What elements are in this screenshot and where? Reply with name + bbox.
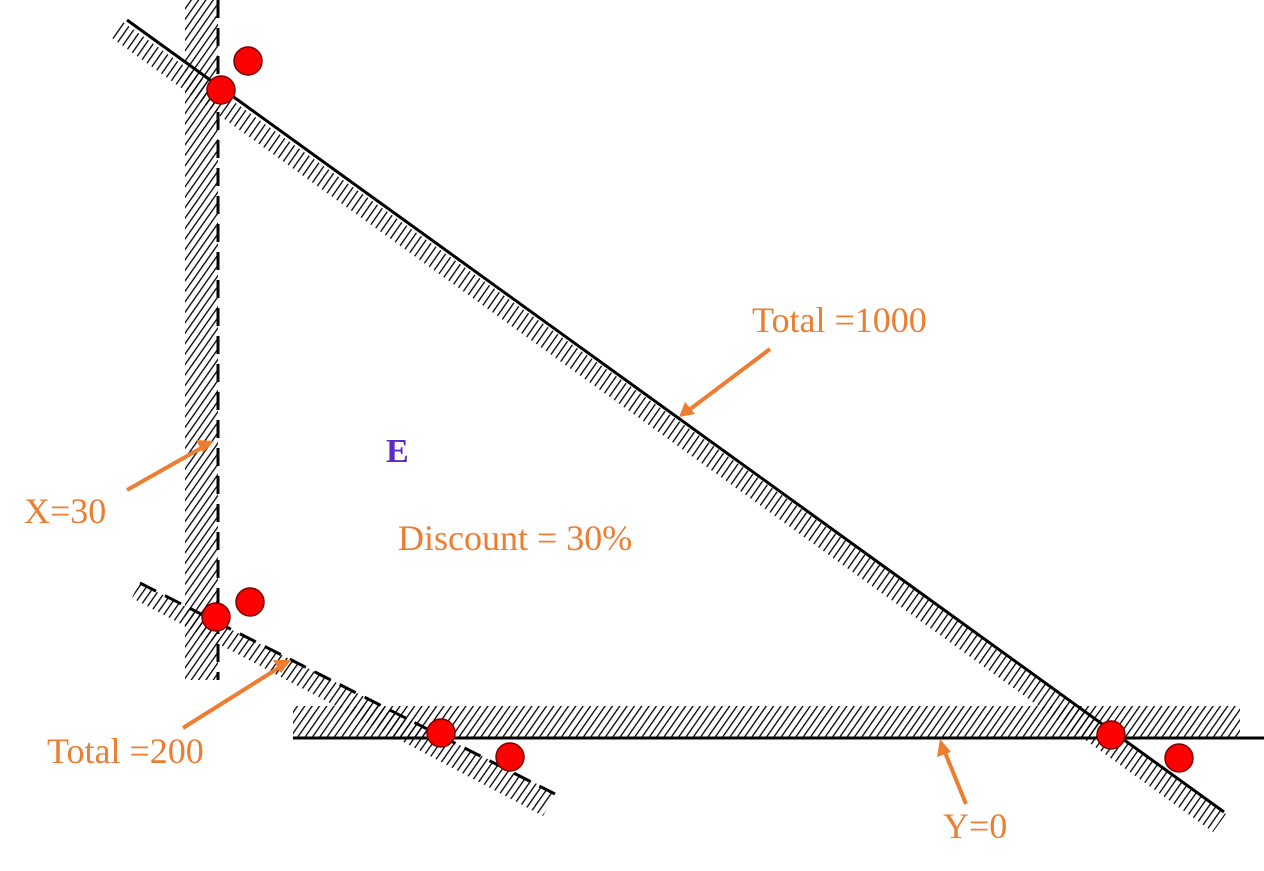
vertex-point xyxy=(233,46,263,76)
arrow-x30 xyxy=(126,445,204,492)
arrowhead-total1000 xyxy=(679,402,695,417)
total200-boundary-line xyxy=(139,581,556,796)
region-label: E xyxy=(386,433,409,470)
label-total200: Total =200 xyxy=(47,731,204,771)
constraint-total1000 xyxy=(112,18,1226,832)
label-y0: Y=0 xyxy=(943,806,1007,846)
arrow-total200 xyxy=(181,665,282,730)
vertex-point xyxy=(235,587,265,617)
vertex-point xyxy=(1096,720,1126,750)
vertex-point xyxy=(206,75,236,105)
arrowhead-x30 xyxy=(196,440,214,453)
total1000-boundary-line xyxy=(126,18,1225,814)
vertex-point xyxy=(1164,743,1194,773)
label-x30: X=30 xyxy=(24,491,106,531)
vertex-point xyxy=(495,742,525,772)
arrowhead-total200 xyxy=(273,660,291,673)
arrowhead-y0 xyxy=(937,739,951,757)
x30-hatch-band xyxy=(185,0,218,680)
vertex-point xyxy=(201,602,231,632)
total200-hatch-band xyxy=(132,583,555,816)
total1000-hatch-band xyxy=(112,22,1226,832)
vertex-point xyxy=(426,718,456,748)
callout-arrows xyxy=(126,347,968,805)
vertex-points xyxy=(201,46,1194,773)
arrow-y0 xyxy=(942,749,968,805)
arrow-total1000 xyxy=(687,347,772,412)
region-caption: Discount = 30% xyxy=(398,518,632,558)
constraint-total200 xyxy=(132,581,556,816)
label-total1000: Total =1000 xyxy=(752,300,927,340)
